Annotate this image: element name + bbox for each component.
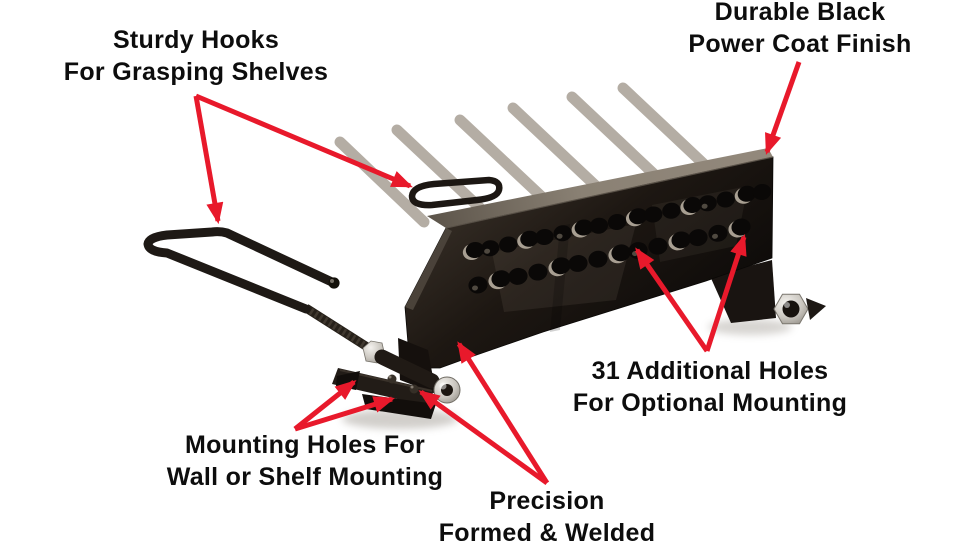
mounting-hole [588, 250, 608, 268]
arrow-additional-holes [634, 233, 747, 353]
mounting-hole [465, 241, 485, 259]
callout-text-line: Precision [489, 487, 605, 515]
mounting-hole [671, 231, 691, 249]
mounting-hole [551, 257, 571, 275]
pegs-group [334, 82, 713, 228]
mounting-hole [712, 233, 718, 239]
callout-text-line: Wall or Shelf Mounting [166, 463, 444, 491]
mounting-hole [688, 229, 708, 247]
mounting-hole [662, 202, 681, 219]
mounting-hole [508, 267, 528, 285]
large-shelf-hook [143, 227, 340, 314]
arrow-sturdy-hooks [193, 93, 413, 225]
callout-text-line: Formed & Welded [438, 519, 656, 547]
mounting-hole [589, 217, 609, 234]
callout-text-line: Mounting Holes For [184, 431, 426, 459]
mounting-hole [716, 191, 735, 208]
mounting-hole [528, 263, 548, 281]
mounting-hole [644, 206, 663, 223]
mounting-hole [611, 244, 631, 262]
arrow-precision [418, 341, 550, 486]
small-shelf-hook [408, 176, 503, 209]
mounting-hole [556, 233, 563, 239]
callout-text-line: For Grasping Shelves [63, 58, 329, 86]
callout-text-line: Power Coat Finish [688, 30, 912, 58]
mounting-hole [731, 218, 751, 236]
callout-mounting-holes: Mounting Holes For Wall or Shelf Mountin… [125, 429, 485, 493]
callout-text-line: 31 Additional Holes [591, 357, 829, 385]
peg [334, 136, 430, 228]
panel-left-facet [405, 228, 452, 310]
mounting-hole [683, 196, 702, 214]
panel-holes [462, 183, 772, 294]
mounting-hole [737, 185, 757, 202]
peg [454, 114, 548, 203]
peg [507, 102, 603, 193]
shadow-right [708, 319, 792, 335]
mounting-hole [535, 228, 554, 246]
callout-sturdy-hooks: Sturdy Hooks For Grasping Shelves [0, 24, 396, 88]
peg [617, 82, 713, 173]
bolt-head [387, 374, 397, 384]
arrow-mounting-holes [293, 380, 396, 432]
mounting-hole [499, 236, 518, 253]
mounting-hole [752, 183, 772, 201]
mounting-hole [574, 219, 593, 236]
callout-precision: Precision Formed & Welded [397, 485, 697, 549]
mounting-hole [520, 230, 539, 247]
mounting-hole [607, 213, 627, 231]
mounting-hole [472, 285, 478, 291]
mounting-hole [701, 203, 708, 209]
callout-text-line: Durable Black [714, 0, 886, 26]
callout-durable-finish: Durable Black Power Coat Finish [620, 0, 978, 60]
callout-text-line: For Optional Mounting [572, 389, 848, 417]
bolt-head [409, 384, 419, 394]
panel [404, 148, 774, 369]
mounting-hole [628, 208, 648, 225]
arrow-durable-finish [764, 61, 802, 156]
peg [391, 124, 486, 214]
right-foot [710, 260, 826, 325]
mounting-hole [484, 248, 491, 254]
callout-text-line: Sturdy Hooks [112, 26, 280, 54]
peg [566, 91, 662, 182]
mounting-hole [491, 270, 511, 288]
panel-top-face [427, 148, 773, 228]
callout-arrows [193, 61, 802, 486]
mounting-hole [568, 255, 588, 272]
callout-additional-holes: 31 Additional Holes For Optional Mountin… [530, 355, 890, 419]
